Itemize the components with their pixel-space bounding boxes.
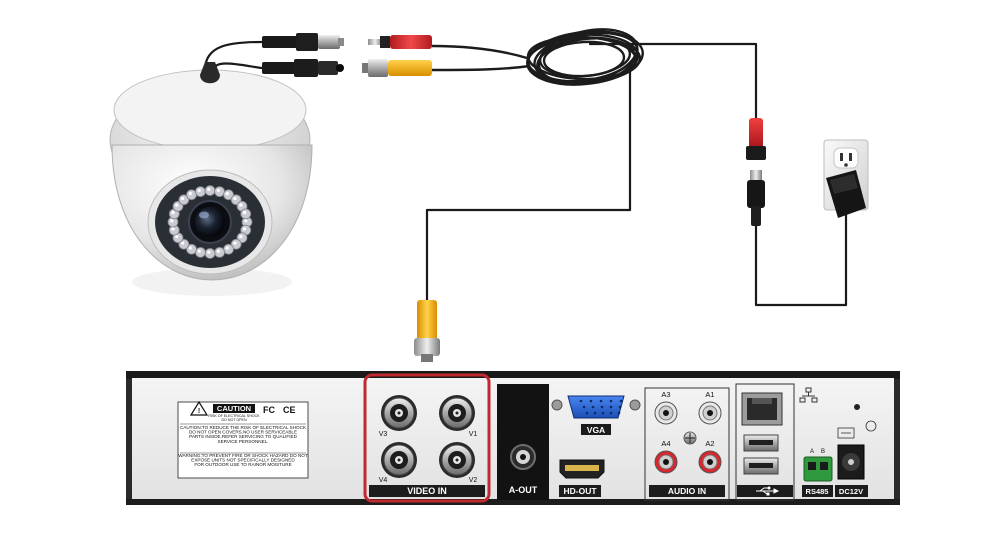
dc-power-female-red [746, 118, 766, 160]
camera-power-connector [262, 59, 344, 77]
dc12v-section: DC12V [835, 404, 877, 497]
audio-channel-label: A3 [661, 390, 670, 399]
svg-text:!: ! [198, 408, 200, 415]
a-out-port[interactable] [520, 454, 526, 460]
dome-camera [109, 62, 313, 296]
video-in-label: VIDEO IN [407, 486, 447, 496]
bnc-channel-label: V1 [469, 431, 478, 438]
ir-led [195, 186, 206, 198]
ir-led [223, 189, 234, 201]
caution-text-line: CAUTION:TO REDUCE THE RISK OF ELECTRICAL… [180, 425, 307, 430]
caution-subtitle-2: DO NOT OPEN [221, 418, 246, 422]
reset-hole [854, 404, 860, 410]
vga-port[interactable] [567, 395, 625, 419]
cable-to-video-in [425, 68, 632, 304]
lan-usb-section [735, 383, 818, 501]
caution-text-line: WARNING:TO PREVENT FIRE OR SHOCK HAZARD … [178, 453, 308, 458]
ir-led [204, 248, 216, 259]
rs485-label: RS485 [806, 487, 829, 496]
caution-text-line: PARTS INSIDE.REFER SERVICING TO QUALIFIE… [189, 434, 297, 439]
power-adapter [826, 170, 866, 218]
ir-led [178, 194, 190, 206]
warning-triangle-icon [189, 400, 209, 416]
caution-text-line: DO NOT OPEN COVERS.NO USER SERVICEABLE [189, 430, 297, 435]
extension-bnc-yellow [362, 59, 432, 77]
hd-out-section: HD-OUT [559, 459, 605, 497]
ir-led [223, 243, 234, 255]
bnc-channel-label: V2 [469, 477, 478, 484]
dc-power-male-black [747, 170, 765, 226]
rca-port-a3[interactable] [654, 401, 678, 425]
bnc-channel-label: V3 [379, 431, 388, 438]
extension-power-plug-red [368, 35, 432, 49]
ir-led [195, 246, 206, 258]
rca-port-a2[interactable] [698, 450, 722, 474]
usb-icon [756, 486, 780, 496]
bnc-port-v3[interactable] [381, 395, 417, 431]
bnc-port-v4[interactable] [381, 442, 417, 478]
bnc-port-v1[interactable] [439, 395, 475, 431]
ir-led [186, 189, 197, 201]
rs485-pin-b: B [821, 449, 825, 455]
fc-mark: FC [263, 405, 275, 415]
hd-out-label: HD-OUT [563, 486, 597, 496]
a-out-label: A-OUT [509, 485, 538, 495]
caution-label: ! CAUTION RISK OF ELECTRICAL SHOCK DO NO… [177, 400, 309, 479]
audio-channel-label: A1 [705, 390, 714, 399]
coiled-cable [431, 28, 644, 86]
rca-port-a1[interactable] [698, 401, 722, 425]
camera-lens [195, 207, 225, 237]
ir-led [240, 208, 252, 220]
ir-led [214, 246, 225, 258]
ir-led [214, 186, 225, 198]
audio-channel-label: A4 [661, 439, 670, 448]
caution-text-line: SERVICE PERSONNEL. [218, 439, 269, 444]
rca-port-a4[interactable] [654, 450, 678, 474]
bnc-port-v2[interactable] [439, 442, 475, 478]
caution-text-line: EXPOSE UNITS NOT SPECIFICALLY DESIGNED [191, 458, 295, 463]
ir-led [204, 185, 216, 196]
bnc-plug-to-video-in [414, 300, 440, 362]
rs485-pin-a: A [810, 449, 814, 455]
video-in-highlight [363, 373, 491, 503]
camera-bnc-connector [262, 33, 344, 51]
ir-leds [167, 185, 253, 259]
bnc-channel-label: V4 [379, 477, 388, 484]
cable-to-power [588, 42, 758, 120]
vga-label: VGA [587, 425, 605, 435]
dc12v-label: DC12V [839, 487, 863, 496]
caution-text-line: FOR OUTDOOR USE TO RAINOR MOISTURE [194, 462, 291, 467]
rs485-section: A B RS485 [802, 449, 833, 497]
network-icon [799, 387, 818, 403]
caution-title: CAUTION [217, 404, 251, 413]
a-out-section: A-OUT [497, 384, 549, 500]
vga-section: VGA [551, 395, 641, 435]
ir-led [186, 243, 197, 255]
ir-led [230, 238, 242, 250]
caution-subtitle-1: RISK OF ELECTRICAL SHOCK [208, 414, 260, 418]
ce-mark: CE [283, 405, 296, 415]
power-adapter-cable [754, 206, 848, 307]
audio-channel-label: A2 [705, 439, 714, 448]
audio-in-label: AUDIO IN [668, 486, 706, 496]
